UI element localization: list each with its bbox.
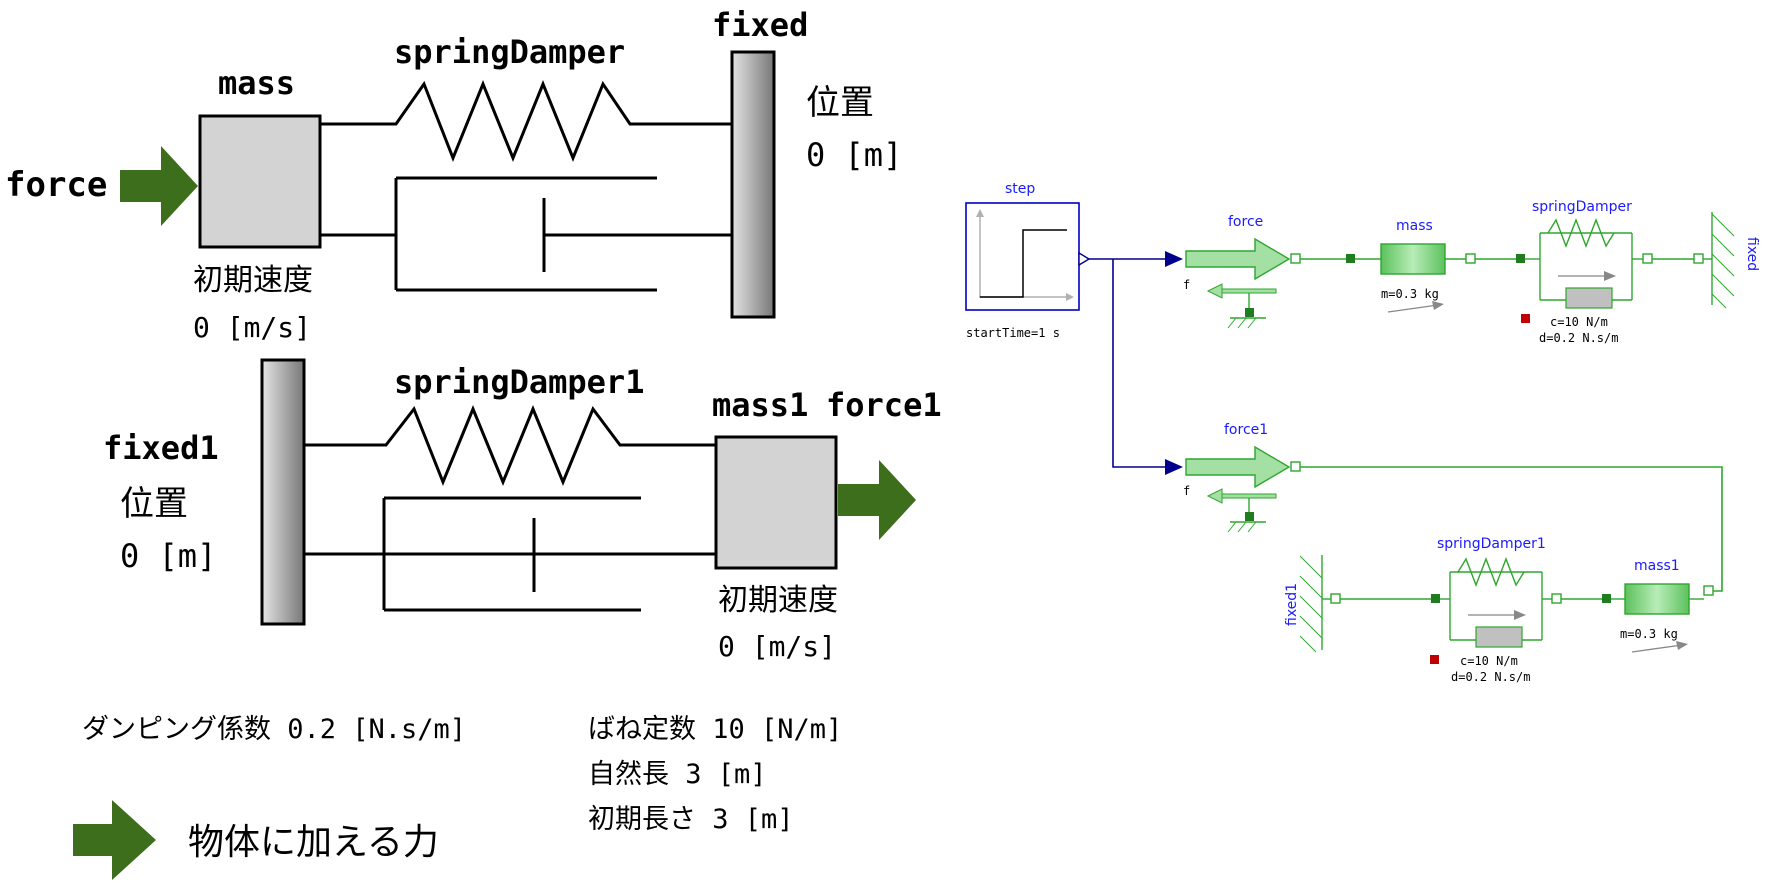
force1-input-port[interactable] [1165,459,1183,475]
springdamper1-flange-b[interactable] [1551,593,1562,604]
force-label-bottom: force1 [826,386,942,424]
position-label-bottom: 位置 [120,484,188,524]
fixed-wall-top [730,50,776,319]
force-name: force [1228,214,1263,230]
mass1-name: mass1 [1634,558,1680,574]
velocity-label-top: 初期速度 [193,263,313,298]
natural-length: 自然長 3 [m] [588,759,767,790]
mass-component[interactable]: mass m=0.3 kg [1346,218,1476,313]
modelica-diagram: step startTime=1 s force f [965,181,1760,684]
position-value-bottom: 0 [m] [120,537,216,575]
force1-component[interactable]: force1 f [1165,422,1301,533]
step-name: step [1005,181,1035,197]
fixed-wall-bottom [260,358,306,626]
legend: 物体に加える力 [73,800,439,880]
step-block[interactable]: step startTime=1 s [965,181,1091,340]
springdamper-component[interactable]: springDamper c=10 N/m d=0.2 N.s/m [1516,199,1653,345]
fixed-flange[interactable] [1693,253,1704,264]
step-output-port[interactable] [1078,251,1091,267]
spring-top [320,80,732,163]
force1-name: force1 [1224,422,1268,438]
step-param: startTime=1 s [966,326,1060,340]
wire-force1-mass1 [1300,466,1723,592]
spring-constant: ばね定数 10 [N/m] [588,714,842,745]
springdamper-param-d: d=0.2 N.s/m [1539,331,1618,345]
mass-block-top [198,114,322,249]
fixed-label-top: fixed [712,6,808,44]
damping-coefficient: ダンピング係数 0.2 [N.s/m] [82,714,466,745]
wire-step-force1 [1112,259,1165,468]
mass-label-top: mass [218,64,295,102]
mass1-flange-a[interactable] [1602,594,1611,603]
velocity-value-top: 0 [m/s] [193,311,311,344]
force-arrow-top [120,146,198,226]
mass-block-bottom [714,435,838,570]
legend-text: 物体に加える力 [188,822,439,863]
force1-port-label: f [1183,484,1190,498]
sketch-top-system: force mass springDamper fixed 位置 0 [m] 初… [5,6,902,344]
sketch-bottom-system: fixed1 位置 0 [m] springDamper1 mass1 forc… [103,358,942,663]
force-label-top: force [5,165,107,205]
fixed1-name: fixed1 [1284,583,1300,626]
mass-name: mass [1396,218,1433,234]
springdamper1-flange-a[interactable] [1431,594,1440,603]
springdamper1-heat-port[interactable] [1430,655,1439,664]
fixed-component[interactable]: fixed [1693,212,1760,309]
force-arrow-bottom [838,460,916,540]
parameter-notes: ダンピング係数 0.2 [N.s/m] ばね定数 10 [N/m] 自然長 3 … [82,714,842,835]
fixed1-flange[interactable] [1330,593,1341,604]
damper-bottom [304,496,716,612]
spring-label-top: springDamper [394,33,625,71]
mass1-component[interactable]: mass1 m=0.3 kg [1602,558,1714,653]
force-input-port[interactable] [1165,251,1183,267]
springdamper1-component[interactable]: springDamper1 c=10 N/m d=0.2 N.s/m [1430,536,1562,684]
springdamper-heat-port[interactable] [1521,314,1530,323]
springdamper1-name: springDamper1 [1437,536,1546,552]
springdamper1-param-c: c=10 N/m [1460,654,1518,668]
fixed1-component[interactable]: fixed1 [1284,555,1341,653]
spring-bottom [304,405,716,487]
springdamper-flange-a[interactable] [1516,254,1525,263]
force1-flange-port[interactable] [1290,461,1301,472]
mass-label-bottom: mass1 [712,386,808,424]
initial-length: 初期長さ 3 [m] [588,804,794,835]
mass-flange-a[interactable] [1346,254,1355,263]
velocity-value-bottom: 0 [m/s] [718,630,836,663]
damper-top [320,176,732,292]
mass1-param: m=0.3 kg [1620,627,1678,641]
springdamper-flange-b[interactable] [1642,253,1653,264]
position-label-top: 位置 [806,83,874,123]
fixed-label-bottom: fixed1 [103,429,219,467]
mass-flange-b[interactable] [1465,253,1476,264]
mass-param: m=0.3 kg [1381,287,1439,301]
velocity-label-bottom: 初期速度 [718,583,838,618]
springdamper-param-c: c=10 N/m [1550,315,1608,329]
springdamper-name: springDamper [1532,199,1632,215]
spring-label-bottom: springDamper1 [394,363,644,401]
force-port-label: f [1183,278,1190,292]
springdamper1-param-d: d=0.2 N.s/m [1451,670,1530,684]
force-component[interactable]: force f [1165,214,1301,329]
fixed-name: fixed [1744,237,1760,271]
mass1-flange-b[interactable] [1703,585,1714,596]
legend-arrow-icon [73,800,156,880]
force-flange-port[interactable] [1290,253,1301,264]
position-value-top: 0 [m] [806,136,902,174]
